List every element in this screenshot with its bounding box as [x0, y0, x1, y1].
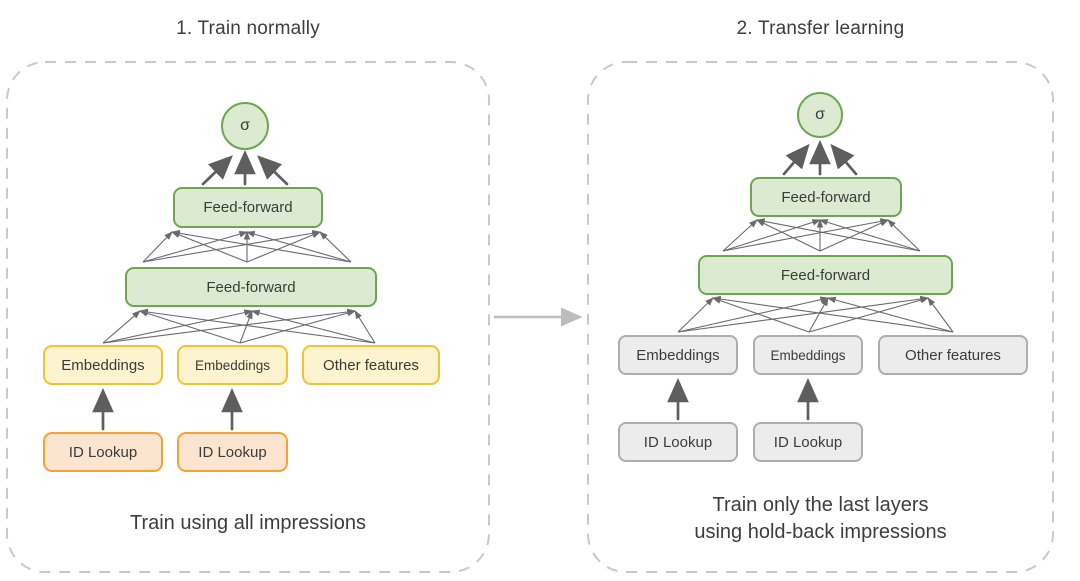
- right-panel-caption: Train only the last layers using hold-ba…: [588, 492, 1053, 546]
- feed-forward-top-right: Feed-forward: [750, 177, 902, 217]
- embeddings-2-left: Embeddings: [177, 345, 288, 385]
- cross-connection-line: [239, 309, 253, 344]
- bold-arrow: [201, 155, 233, 186]
- cross-connection-line: [677, 297, 714, 333]
- other-features-right: Other features: [878, 335, 1028, 375]
- id-lookup-1-left: ID Lookup: [43, 432, 163, 472]
- cross-connection-line: [170, 231, 248, 263]
- cross-connection-line: [138, 308, 376, 344]
- cross-connection-line: [677, 295, 930, 333]
- sigma-node-left: σ: [221, 102, 269, 150]
- cross-connection-line: [808, 297, 829, 333]
- cross-connection-line: [354, 310, 376, 344]
- cross-connection-line: [102, 310, 141, 344]
- cross-connection-line: [711, 295, 954, 333]
- cross-connection-line: [677, 296, 830, 333]
- cross-connection-line: [102, 308, 357, 344]
- cross-connection-line: [142, 230, 322, 263]
- cross-connection-line: [142, 231, 173, 263]
- cross-connection-line: [170, 230, 352, 263]
- other-features-left: Other features: [302, 345, 440, 385]
- feed-forward-bottom-left: Feed-forward: [125, 267, 377, 307]
- id-lookup-1-right: ID Lookup: [618, 422, 738, 462]
- embeddings-2-right: Embeddings: [753, 335, 863, 375]
- bold-arrow: [830, 143, 858, 176]
- right-panel-caption-line1: Train only the last layers: [712, 494, 929, 516]
- cross-connection-line: [711, 297, 810, 333]
- cross-connection-line: [756, 219, 821, 252]
- feed-forward-top-left: Feed-forward: [173, 187, 323, 228]
- cross-connection-line: [927, 297, 954, 333]
- cross-connection-line: [818, 219, 921, 252]
- feed-forward-bottom-right: Feed-forward: [698, 255, 953, 295]
- cross-connection-line: [887, 219, 921, 252]
- bold-arrow: [257, 155, 289, 186]
- cross-connection-line: [722, 219, 822, 252]
- right-panel-caption-line2: using hold-back impressions: [694, 521, 947, 543]
- cross-connection-line: [245, 230, 352, 263]
- embeddings-1-right: Embeddings: [618, 335, 738, 375]
- bold-arrow: [782, 143, 810, 176]
- cross-connection-line: [826, 296, 954, 333]
- cross-connection-line: [138, 310, 241, 344]
- cross-connection-line: [319, 231, 352, 263]
- cross-connection-line: [250, 309, 376, 344]
- cross-connection-line: [246, 231, 322, 263]
- id-lookup-2-right: ID Lookup: [753, 422, 863, 462]
- embeddings-1-left: Embeddings: [43, 345, 163, 385]
- cross-connection-line: [722, 218, 890, 252]
- left-panel-title: 1. Train normally: [176, 18, 320, 39]
- cross-connection-line: [722, 219, 758, 252]
- cross-connection-line: [819, 219, 890, 252]
- cross-connection-line: [808, 296, 930, 333]
- cross-connection-line: [755, 218, 921, 252]
- sigma-node-right: σ: [797, 92, 843, 138]
- cross-connection-line: [102, 309, 254, 344]
- cross-connection-line: [142, 230, 249, 263]
- id-lookup-2-left: ID Lookup: [177, 432, 288, 472]
- cross-connection-line: [239, 309, 357, 344]
- left-panel-caption: Train using all impressions: [129, 512, 366, 534]
- right-panel-title: 2. Transfer learning: [736, 18, 905, 39]
